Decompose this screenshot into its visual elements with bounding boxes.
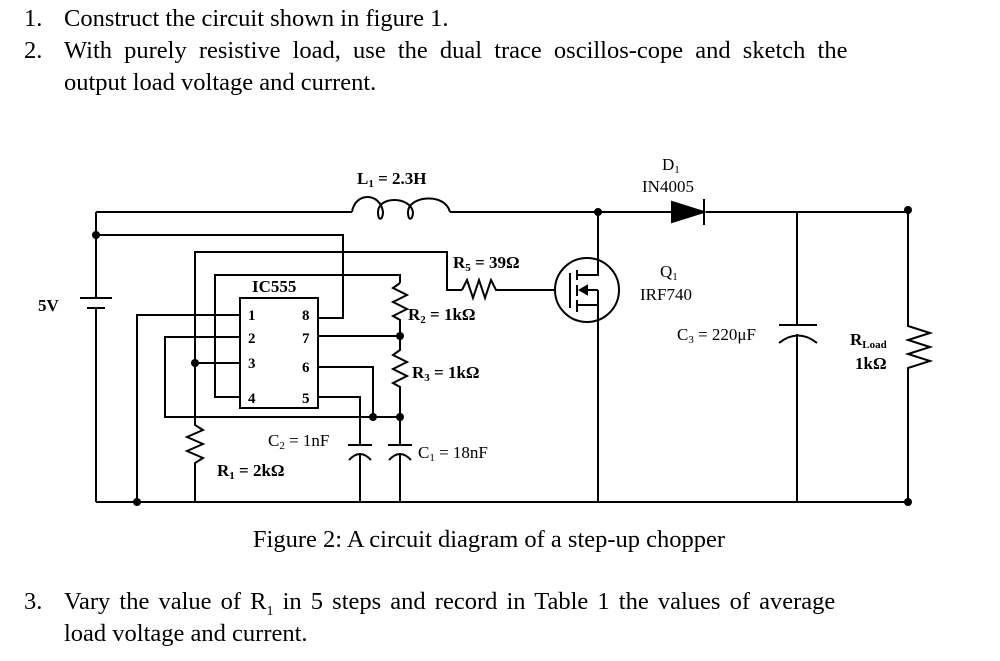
mosfet-q1-gate [569,212,599,502]
instruction-text: With purely resistive load, use the dual… [64,37,848,64]
resistor-r5-icon [461,276,555,302]
mosfet-part: IRF740 [640,285,692,304]
instruction-2: 2. With purely resistive load, use the du… [24,35,847,66]
pin-6: 6 [302,360,310,376]
r5-label: R5 = 39Ω [453,253,520,274]
mosfet-label: Q1 [660,262,678,283]
wire-pin3-to-r5 [194,251,462,363]
mosfet-q1-icon [554,257,620,323]
pin-1: 1 [248,308,256,324]
junction-dot [594,208,602,216]
wire-pin5 [318,396,361,445]
pin-8: 8 [302,308,310,324]
capacitor-c3-icon [778,212,818,502]
figure-caption: Figure 2: A circuit diagram of a step-up… [252,526,726,553]
ic-label: IC555 [252,277,296,296]
instruction-text: Construct the circuit shown in figure 1. [64,5,449,32]
capacitor-c2-icon [348,444,372,502]
r3-label: R3 = 1kΩ [412,363,480,384]
wire-pin2 [164,336,400,418]
instruction-1: 1. Construct the circuit shown in figure … [24,3,448,34]
r2-label: R2 = 1kΩ [408,305,476,326]
pin-3: 3 [248,356,256,372]
source-label: 5V [38,296,60,315]
resistor-r1-icon [184,363,206,502]
diode-label: D1 [662,155,680,176]
resistor-rload-icon [904,210,934,502]
c1-label: C1 = 18nF [418,443,488,464]
inductor-label: L1 = 2.3H [357,169,427,190]
r1-label: R1 = 2kΩ [217,461,285,482]
instruction-number: 2. [24,37,43,64]
diode-d1-icon [671,200,708,224]
pin-5: 5 [302,391,310,407]
mosfet-arrow-icon [577,284,588,296]
inductor-l1-icon [351,196,451,220]
instruction-number: 3. [24,588,43,615]
pin-2: 2 [248,331,256,347]
instruction-2-continuation: output load voltage and current. [64,69,377,96]
instruction-3-continuation: load voltage and current. [64,620,308,647]
pin-4: 4 [248,391,256,407]
wire-pin4-to-r2 [214,274,401,398]
wire-pin1 [136,314,240,502]
resistor-r3-icon [390,336,410,417]
instruction-number: 1. [24,5,43,32]
c2-label: C2 = 1nF [268,431,329,452]
wire-pin6 [318,366,374,417]
c3-label: C3 = 220μF [677,325,756,346]
diode-part: IN4005 [642,177,694,196]
instruction-3: 3. Vary the value of R1 in 5 steps and re… [24,586,835,627]
rload-value: 1kΩ [855,354,887,373]
battery-icon [80,212,112,502]
instruction-text: Vary the value of R1 in 5 steps and reco… [64,588,836,619]
ic555-body [239,297,319,409]
capacitor-c1-icon [388,417,412,502]
wire-vcc-to-pin8 [96,234,344,319]
pin-7: 7 [302,331,310,347]
rload-label: RLoad [850,330,887,351]
resistor-r2-icon [390,282,410,336]
